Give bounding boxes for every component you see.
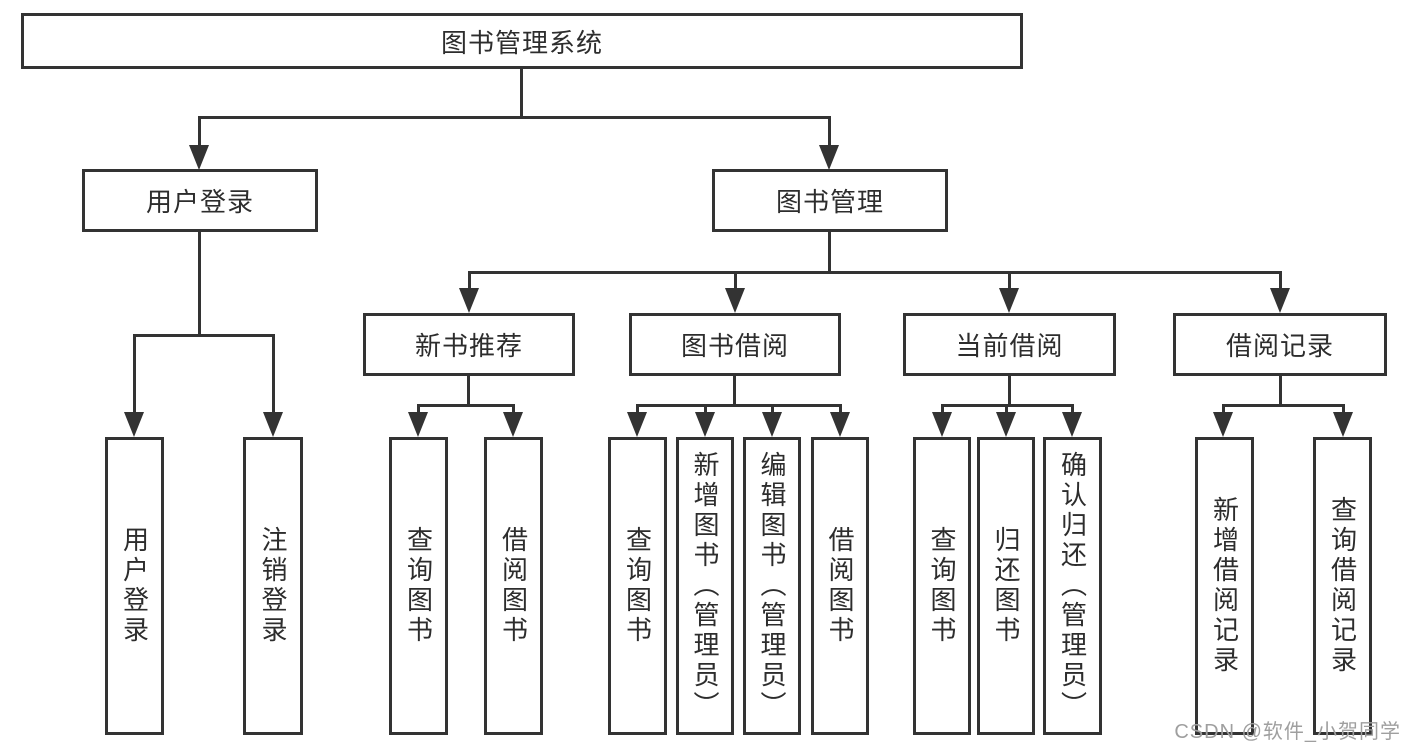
node-root-system: 图书管理系统 [21,13,1023,69]
leaf-query-books-current: 查询图书 [913,437,971,735]
arrowhead-down-icon [762,412,782,437]
leaf-label: 借阅图书 [498,526,529,646]
leaf-label: 借阅图书 [825,526,855,646]
connector-drop-leaf [1222,404,1225,418]
leaf-label: 编辑图书（管理员） [757,451,787,721]
node-book-borrowing: 图书借阅 [629,313,841,376]
arrowhead-down-icon [695,412,715,437]
connector-drop-leaf [1342,404,1345,418]
arrowhead-down-icon [1213,412,1233,437]
node-label: 新书推荐 [414,331,523,361]
leaf-edit-books-admin: 编辑图书（管理员） [743,437,801,735]
leaf-label: 查询图书 [403,526,434,646]
arrowhead-down-icon [189,145,209,170]
connector-drop-leaf [417,404,420,418]
connector-user-login-stem [198,231,201,337]
leaf-query-books-recommend: 查询图书 [389,437,448,735]
leaf-label: 注销登录 [258,526,288,646]
leaf-label: 查询借阅记录 [1327,496,1358,676]
connector-drop-level3 [468,271,471,293]
connector-drop-leaf [133,334,136,414]
arrowhead-down-icon [263,412,283,437]
connector-current-borrow-stem [1008,375,1011,407]
leaf-borrow-books: 借阅图书 [811,437,869,735]
connector-drop-leaf [512,404,515,418]
connector-level2-split [198,116,831,119]
node-label: 借阅记录 [1225,331,1334,361]
arrowhead-down-icon [1333,412,1353,437]
connector-drop-leaf [704,404,707,418]
arrowhead-down-icon [1270,288,1290,313]
connector-drop-level3 [1279,271,1282,293]
connector-drop-leaf [941,404,944,418]
connector-new-books-split [417,404,515,407]
node-current-borrowing: 当前借阅 [903,313,1116,376]
leaf-logout: 注销登录 [243,437,303,735]
leaf-label: 确认归还（管理员） [1057,451,1088,721]
arrowhead-down-icon [999,288,1019,313]
node-label: 当前借阅 [955,331,1064,361]
node-label: 用户登录 [145,187,254,217]
connector-new-books-stem [467,375,470,407]
arrowhead-down-icon [408,412,428,437]
node-label: 图书借阅 [680,331,789,361]
connector-book-borrow-split [636,404,842,407]
arrowhead-down-icon [1062,412,1082,437]
leaf-query-borrow-record: 查询借阅记录 [1313,437,1372,735]
arrowhead-down-icon [830,412,850,437]
arrowhead-down-icon [459,288,479,313]
connector-borrow-records-stem [1279,375,1282,407]
leaf-label: 查询图书 [927,526,957,646]
connector-drop-leaf [1071,404,1074,418]
leaf-query-books-borrowing: 查询图书 [608,437,667,735]
leaf-label: 新增图书（管理员） [690,451,720,721]
leaf-label: 归还图书 [991,526,1021,646]
connector-drop-level3 [1008,271,1011,293]
connector-root-stem [520,68,523,119]
leaf-label: 新增借阅记录 [1209,496,1240,676]
connector-drop-leaf [1005,404,1008,418]
leaf-return-books: 归还图书 [977,437,1035,735]
node-borrow-records: 借阅记录 [1173,313,1387,376]
connector-drop-user-login [198,116,201,150]
node-new-book-recommend: 新书推荐 [363,313,575,376]
connector-book-management-stem [828,231,831,273]
leaf-label: 用户登录 [119,526,150,646]
connector-drop-level3 [734,271,737,293]
connector-drop-leaf [771,404,774,418]
arrowhead-down-icon [819,145,839,170]
node-label: 图书管理 [775,187,884,217]
arrowhead-down-icon [503,412,523,437]
leaf-label: 查询图书 [622,526,653,646]
csdn-watermark: CSDN @软件_小贺同学 [1174,721,1401,743]
leaf-add-books-admin: 新增图书（管理员） [676,437,734,735]
leaf-add-borrow-record: 新增借阅记录 [1195,437,1254,735]
leaf-confirm-return-admin: 确认归还（管理员） [1043,437,1102,735]
node-user-login: 用户登录 [82,169,318,232]
arrowhead-down-icon [996,412,1016,437]
arrowhead-down-icon [124,412,144,437]
leaf-borrow-books-recommend: 借阅图书 [484,437,543,735]
arrowhead-down-icon [932,412,952,437]
arrowhead-down-icon [725,288,745,313]
connector-drop-leaf [839,404,842,418]
connector-user-children-split [133,334,275,337]
connector-drop-book-management [828,116,831,150]
connector-drop-leaf [636,404,639,418]
node-label: 图书管理系统 [440,27,603,58]
leaf-user-login: 用户登录 [105,437,164,735]
connector-level3-split [468,271,1282,274]
connector-borrow-records-split [1222,404,1345,407]
connector-drop-leaf [272,334,275,414]
connector-book-borrow-stem [733,375,736,407]
arrowhead-down-icon [627,412,647,437]
node-book-management: 图书管理 [712,169,948,232]
